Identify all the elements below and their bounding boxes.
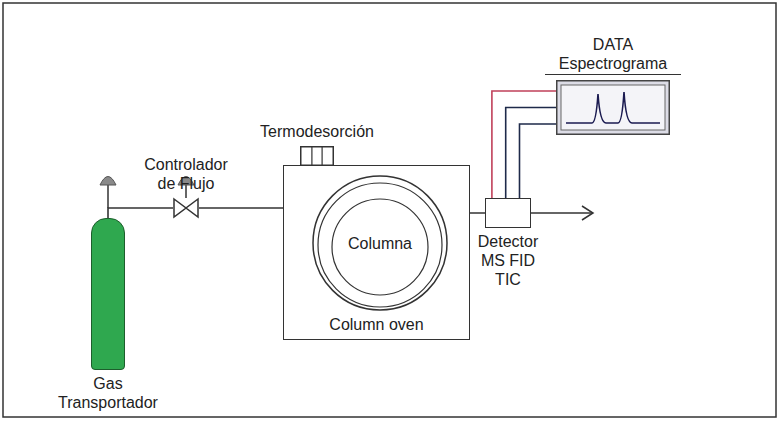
node-label: DATA Espectrograma [545,35,682,75]
thermal-desorber: Termodesorción [300,146,334,166]
desorber-slot [322,147,323,166]
pipe-connector [520,124,557,198]
gas-cylinder: Gas Transportador [91,218,125,370]
screen-panel [561,85,665,130]
data-screen: DATA Espectrograma [556,80,670,135]
node-label: Column oven [329,315,423,334]
detector: Detector MS FID TIC [485,198,531,228]
regulator-knob [100,177,116,186]
regulator-stem [107,184,109,208]
flow-valve: Controlador de Flujo [173,198,199,218]
outlet-line [531,212,592,214]
coil-loop [313,176,447,310]
valve-half [174,199,186,217]
node-label: Columna [348,234,412,253]
valve-half [186,199,198,217]
frame [3,3,776,417]
node-label: Termodesorción [260,122,374,141]
pipe-connector [506,108,556,199]
chromatogram-peaks [566,92,660,123]
pipe-connector [492,91,556,198]
desorber-shape [300,146,334,166]
desorber-box [301,147,334,166]
coil-loop [332,199,428,295]
node-label: Controlador de Flujo [134,155,238,193]
node-label: Detector MS FID TIC [478,232,538,289]
pipe-connector [108,208,173,218]
screen-bezel [557,81,670,135]
column-coil: Columna [312,175,448,311]
node-label: Gas Transportador [58,374,158,412]
outlet-arrowhead [582,206,593,220]
column-oven: Column oven Columna [283,165,470,340]
coil-loop [318,183,442,307]
valve-shape [173,198,199,218]
desorber-slot [311,147,312,166]
screen-shape [556,80,670,135]
